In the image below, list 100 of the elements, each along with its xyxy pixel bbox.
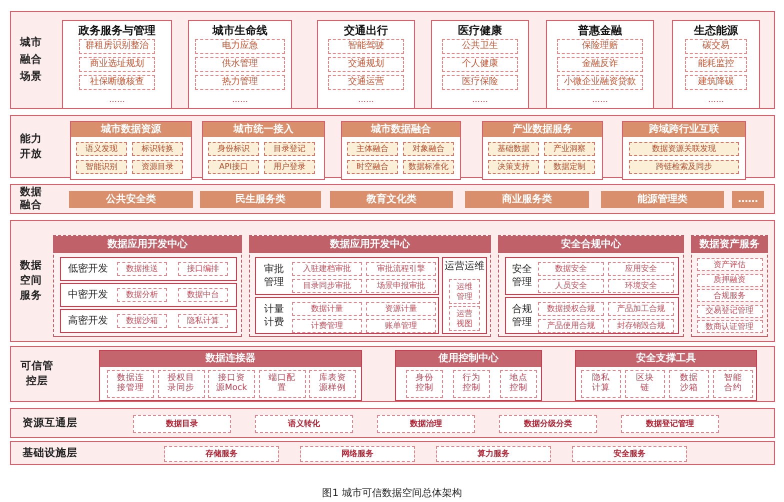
category-bar: 公共安全类: [69, 191, 193, 208]
function-tag: 授权目录同步: [158, 370, 204, 398]
capability-tag: 数据标准化: [403, 160, 454, 174]
function-tag: 接口资源Mock: [208, 370, 255, 398]
function-tag: 行为控制: [453, 370, 490, 398]
scenario-tag: 保险理赔: [557, 39, 643, 54]
function-tag: 数据中台: [178, 288, 228, 302]
layer-band: [10, 11, 775, 109]
capability-tag: 跨链检索及同步: [629, 160, 739, 174]
subgroup-label: 高密开发: [67, 314, 109, 328]
function-tag: 审批流程引擎: [366, 262, 436, 276]
capability-tag: 对象融合: [403, 142, 454, 156]
function-tag: 质押融资: [696, 274, 762, 286]
card-title: 普惠金融: [577, 24, 623, 37]
capability-tag: 时空融合: [347, 160, 398, 174]
function-tag: 目录同步审批: [292, 279, 362, 293]
function-tag: 入驻建档审批: [292, 262, 362, 276]
function-tag: 封存销毁合规: [608, 319, 674, 333]
category-bar: 商业服务类: [465, 191, 589, 208]
layer-band: [10, 220, 775, 342]
card-title: 医疗健康: [457, 24, 503, 37]
layer-label: 资源互通层: [22, 416, 78, 430]
scenario-tag: 智能驾驶: [328, 39, 404, 54]
service-tag: 数据治理: [377, 415, 475, 433]
function-tag: 数商认证管理: [696, 320, 762, 333]
service-panel: [691, 235, 768, 337]
service-tag: 数据登记管理: [621, 415, 719, 433]
capability-card: [202, 121, 325, 180]
card-title: 交通出行: [343, 24, 389, 37]
function-tag: 数据连接管理: [107, 370, 154, 398]
capability-card: [622, 121, 746, 180]
scenario-tag: 商业选址规划: [79, 57, 155, 72]
scenario-tag: 交通规划: [328, 57, 404, 72]
capability-tag: 资源目录: [132, 160, 183, 174]
layer-label: 能力开放: [19, 132, 43, 162]
subgroup-label: 审批管理: [263, 263, 285, 289]
scenario-tag: 碳交易: [685, 39, 747, 54]
card-title: 城市数据资源: [100, 122, 162, 137]
service-tag: 数据分级分类: [499, 415, 597, 433]
function-tag: 人员安全: [538, 279, 604, 293]
function-tag: 数据沙箱: [669, 370, 709, 398]
scenario-tag: 电力应急: [195, 39, 285, 54]
layer-label: 基础设施层: [22, 446, 78, 460]
subgroup-panel: [442, 257, 487, 334]
function-tag: 产品加工合规: [608, 302, 674, 316]
card-title: 城市数据融合: [370, 122, 432, 137]
card-title: 跨域跨行业互联: [648, 122, 720, 137]
card-title: 政务服务与管理: [77, 24, 156, 37]
capability-card: [70, 121, 192, 180]
capability-tag: 决策支持: [488, 160, 539, 174]
subgroup-title: 运营运维: [444, 261, 486, 273]
scenario-tag: 供水管理: [195, 57, 285, 72]
layer-label: 城市融合场景: [19, 35, 43, 84]
service-tag: 算力服务: [436, 446, 551, 462]
layer-label: 数据融合: [19, 186, 43, 212]
capability-tag: 语义发现: [76, 142, 127, 156]
capability-tag: 产业洞察: [544, 142, 595, 156]
panel-title: 数据资产服务: [698, 238, 760, 252]
layer-band: [10, 184, 775, 214]
subgroup-panel: [60, 283, 237, 307]
scenario-tag: 建筑降碳: [685, 75, 747, 90]
figure-caption: 图1 城市可信数据空间总体架构: [321, 486, 463, 500]
scenario-tag: 交通运营: [328, 75, 404, 90]
capability-tag: 身份标识: [208, 142, 259, 156]
scenario-tag: 医疗保险: [442, 75, 518, 90]
capability-tag: 用户登录: [264, 160, 315, 174]
category-bar: 民生服务类: [200, 191, 321, 208]
capability-tag: 标识转换: [132, 142, 183, 156]
function-tag: 资产评估: [696, 258, 762, 271]
function-tag: 计费管理: [292, 319, 362, 333]
ellipsis-text: ……: [108, 95, 126, 105]
function-tag: 应用安全: [608, 262, 674, 276]
scenario-tag: 公共卫生: [442, 39, 518, 54]
layer-band: [10, 346, 775, 402]
layer-band: [10, 408, 775, 438]
service-panel: [498, 235, 684, 337]
ellipsis-text: ……: [471, 95, 489, 105]
control-panel: [575, 350, 757, 401]
subgroup-label: 合规管理: [511, 302, 533, 328]
function-tag: 智能合约: [713, 370, 753, 398]
capability-card: [482, 121, 603, 180]
scenario-card: [62, 20, 172, 109]
function-tag: 数据计量: [292, 302, 362, 316]
capability-tag: 数据资源关联发现: [629, 142, 739, 156]
panel-title: 安全支撑工具: [635, 351, 697, 366]
card-title: 产业数据服务: [512, 122, 574, 137]
scenario-tag: 群租房识别整治: [79, 39, 155, 54]
service-tag: 语义转化: [255, 415, 353, 433]
function-tag: 交易登记管理: [696, 304, 762, 318]
subgroup-panel: [505, 257, 679, 295]
ellipsis-text: ……: [707, 95, 725, 105]
card-title: 城市生命线: [211, 24, 268, 37]
function-tag: 数据推送: [117, 262, 167, 276]
scenario-tag: 金融反诈: [557, 57, 643, 72]
capability-tag: 基础数据: [488, 142, 539, 156]
function-tag: 数据安全: [538, 262, 604, 276]
function-tag: 接口编排: [178, 262, 228, 276]
subgroup-label: 安全管理: [511, 263, 533, 289]
function-tag: 数据授权合规: [538, 302, 604, 316]
function-tag: 库表资源样例: [309, 370, 356, 398]
